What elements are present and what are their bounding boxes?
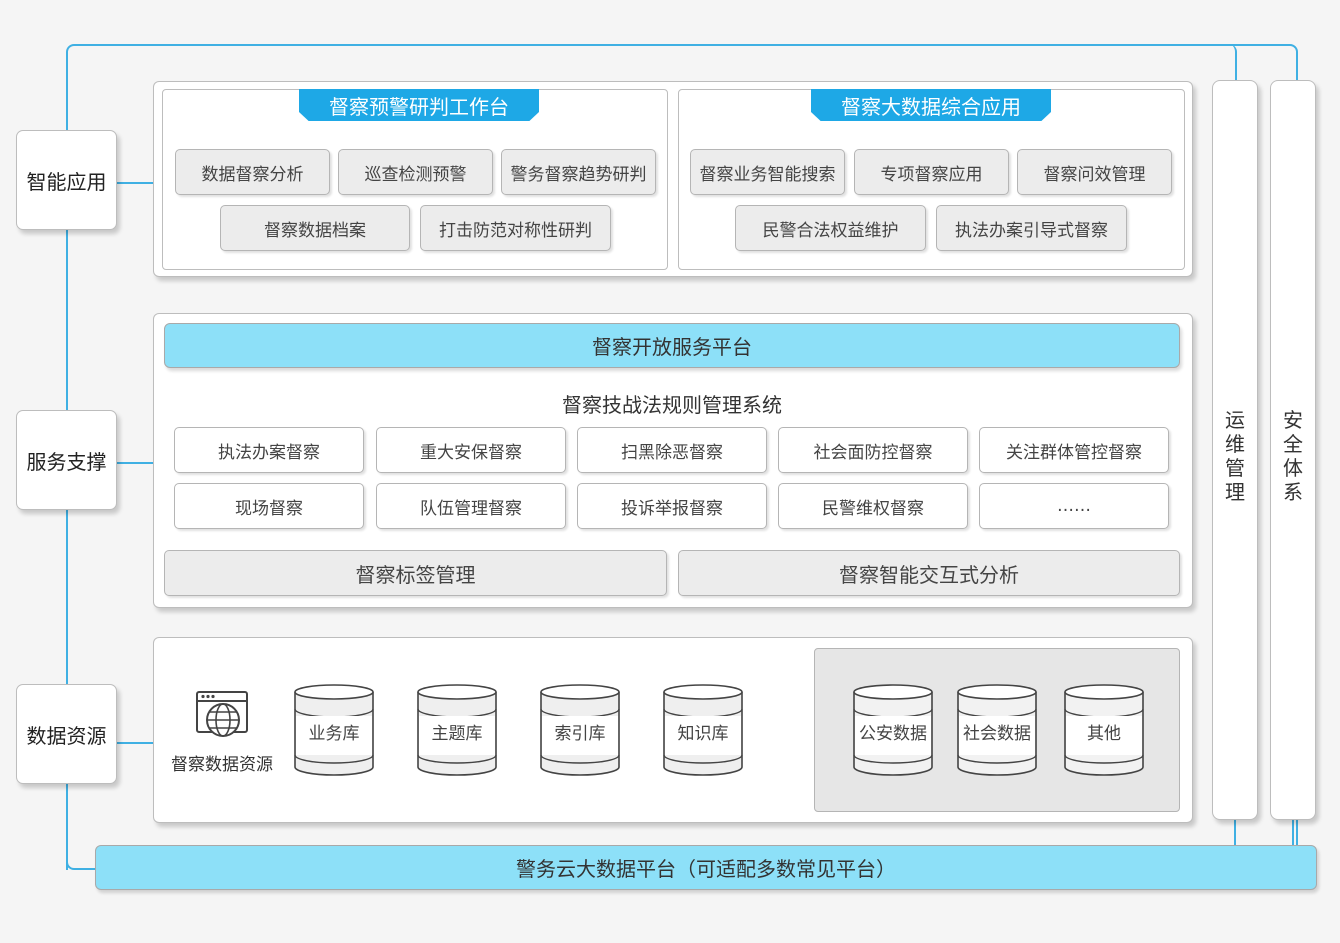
- app-item-smart-search[interactable]: 督察业务智能搜索: [690, 149, 845, 195]
- tag-management[interactable]: 督察标签管理: [164, 550, 667, 596]
- rule-enforcement[interactable]: 执法办案督察: [174, 427, 364, 473]
- warning-workbench-title: 督察预警研判工作台: [299, 89, 539, 121]
- db-other[interactable]: 其他: [1063, 683, 1145, 777]
- db-social-label: 社会数据: [963, 724, 1031, 744]
- db-theme-label: 主题库: [431, 724, 483, 744]
- side-label-service-text: 服务支撑: [26, 449, 107, 474]
- connector-inner-ops: [1210, 44, 1237, 84]
- app-item-data-archive[interactable]: 督察数据档案: [220, 205, 410, 251]
- db-index[interactable]: 索引库: [539, 683, 621, 777]
- app-item-guided-supervision[interactable]: 执法办案引导式督察: [936, 205, 1127, 251]
- app-item-rights-protection[interactable]: 民警合法权益维护: [735, 205, 926, 251]
- db-index-label: 索引库: [554, 724, 606, 744]
- rule-security[interactable]: 重大安保督察: [376, 427, 566, 473]
- open-service-platform[interactable]: 督察开放服务平台: [164, 323, 1180, 368]
- rule-complaints[interactable]: 投诉举报督察: [577, 483, 767, 529]
- interactive-analysis[interactable]: 督察智能交互式分析: [678, 550, 1180, 596]
- db-public-security[interactable]: 公安数据: [852, 683, 934, 777]
- rule-team-management[interactable]: 队伍管理督察: [376, 483, 566, 529]
- app-item-patrol-warning[interactable]: 巡查检测预警: [338, 149, 493, 195]
- rule-police-rights[interactable]: 民警维权督察: [778, 483, 968, 529]
- side-label-data-text: 数据资源: [26, 723, 107, 748]
- ops-management-label: 运维管理: [1225, 408, 1245, 504]
- data-resource-label: 督察数据资源: [171, 755, 273, 775]
- side-label-smart-app-text: 智能应用: [26, 169, 107, 194]
- security-system-bar: 安全体系: [1270, 80, 1316, 820]
- connector-sec-bottom: [1292, 818, 1294, 848]
- rule-group-control[interactable]: 关注群体管控督察: [979, 427, 1169, 473]
- app-item-accountability[interactable]: 督察问效管理: [1017, 149, 1172, 195]
- app-item-special-supervision[interactable]: 专项督察应用: [854, 149, 1009, 195]
- db-business[interactable]: 业务库: [293, 683, 375, 777]
- data-resource-icon: [194, 689, 250, 741]
- app-item-symmetry-analysis[interactable]: 打击防范对称性研判: [420, 205, 611, 251]
- db-knowledge-label: 知识库: [677, 724, 729, 744]
- connector-ops-bottom: [1234, 818, 1236, 848]
- app-item-trend-analysis[interactable]: 警务督察趋势研判: [501, 149, 656, 195]
- connector-smart-app: [116, 182, 154, 184]
- db-social[interactable]: 社会数据: [956, 683, 1038, 777]
- side-label-smart-app: 智能应用: [16, 130, 117, 230]
- rule-social-control[interactable]: 社会面防控督察: [778, 427, 968, 473]
- app-item-data-analysis[interactable]: 数据督察分析: [175, 149, 330, 195]
- rules-system-title: 督察技战法规则管理系统: [562, 392, 782, 417]
- side-label-service: 服务支撑: [16, 410, 117, 510]
- police-cloud-platform[interactable]: 警务云大数据平台（可适配多数常见平台）: [95, 845, 1317, 890]
- db-business-label: 业务库: [308, 724, 360, 744]
- rule-onsite[interactable]: 现场督察: [174, 483, 364, 529]
- connector-data: [116, 742, 154, 744]
- connector-outer-bottom: [66, 840, 102, 870]
- rule-anti-crime[interactable]: 扫黑除恶督察: [577, 427, 767, 473]
- side-label-data: 数据资源: [16, 684, 117, 784]
- rule-more[interactable]: ……: [979, 483, 1169, 529]
- db-theme[interactable]: 主题库: [416, 683, 498, 777]
- db-other-label: 其他: [1087, 724, 1121, 744]
- ops-management-bar: 运维管理: [1212, 80, 1258, 820]
- db-public-security-label: 公安数据: [859, 724, 927, 744]
- bigdata-app-title: 督察大数据综合应用: [811, 89, 1051, 121]
- db-knowledge[interactable]: 知识库: [662, 683, 744, 777]
- security-system-label: 安全体系: [1283, 408, 1303, 504]
- connector-service: [116, 462, 154, 464]
